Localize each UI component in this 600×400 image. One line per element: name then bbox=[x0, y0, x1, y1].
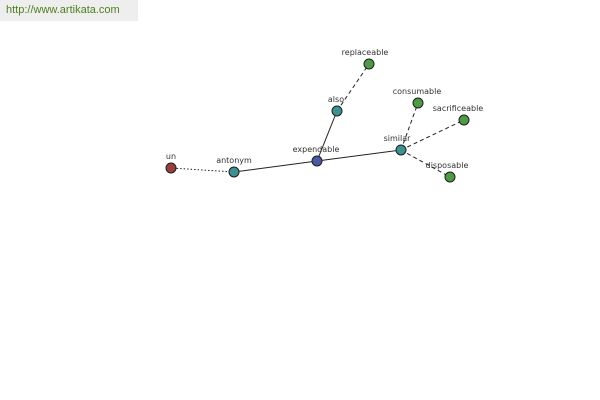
node-expendable[interactable]: expendable bbox=[293, 145, 340, 167]
edge-similar-sacrificeable bbox=[400, 119, 465, 151]
node-label-replaceable: replaceable bbox=[342, 48, 389, 57]
graph-nodes: expendable antonym un also replaceable simila… bbox=[165, 48, 484, 183]
node-dot-un[interactable] bbox=[165, 162, 177, 174]
node-label-un: un bbox=[166, 152, 176, 161]
node-dot-disposable[interactable] bbox=[444, 171, 456, 183]
edge-expendable-antonym bbox=[233, 160, 318, 173]
edge-antonym-un bbox=[170, 167, 235, 173]
node-replaceable[interactable]: replaceable bbox=[342, 48, 389, 70]
source-link[interactable]: http://www.artikata.com bbox=[6, 4, 120, 16]
node-dot-expendable[interactable] bbox=[311, 155, 323, 167]
node-similar[interactable]: similar bbox=[384, 134, 412, 156]
node-disposable[interactable]: disposable bbox=[426, 161, 469, 183]
edge-similar-disposable bbox=[400, 149, 451, 178]
node-dot-also[interactable] bbox=[331, 105, 343, 117]
node-dot-consumable[interactable] bbox=[412, 97, 424, 109]
node-label-similar: similar bbox=[384, 134, 412, 143]
source-banner: http://www.artikata.com bbox=[0, 0, 138, 21]
node-dot-replaceable[interactable] bbox=[363, 58, 375, 70]
node-dot-sacrificeable[interactable] bbox=[458, 114, 470, 126]
graph-edges bbox=[170, 63, 465, 178]
node-label-sacrificeable: sacrificeable bbox=[433, 104, 484, 113]
node-label-disposable: disposable bbox=[426, 161, 469, 170]
node-dot-similar[interactable] bbox=[395, 144, 407, 156]
edge-also-replaceable bbox=[336, 63, 370, 112]
node-consumable[interactable]: consumable bbox=[393, 87, 442, 109]
node-sacrificeable[interactable]: sacrificeable bbox=[433, 104, 484, 126]
edge-expendable-also bbox=[316, 110, 338, 162]
edge-expendable-similar bbox=[316, 149, 402, 162]
node-un[interactable]: un bbox=[165, 152, 177, 174]
node-label-expendable: expendable bbox=[293, 145, 340, 154]
edge-similar-consumable bbox=[400, 102, 419, 151]
node-label-also: also bbox=[328, 95, 344, 104]
node-also[interactable]: also bbox=[328, 95, 344, 117]
node-label-consumable: consumable bbox=[393, 87, 442, 96]
node-label-antonym: antonym bbox=[216, 156, 252, 165]
node-dot-antonym[interactable] bbox=[228, 166, 240, 178]
node-antonym[interactable]: antonym bbox=[216, 156, 252, 178]
